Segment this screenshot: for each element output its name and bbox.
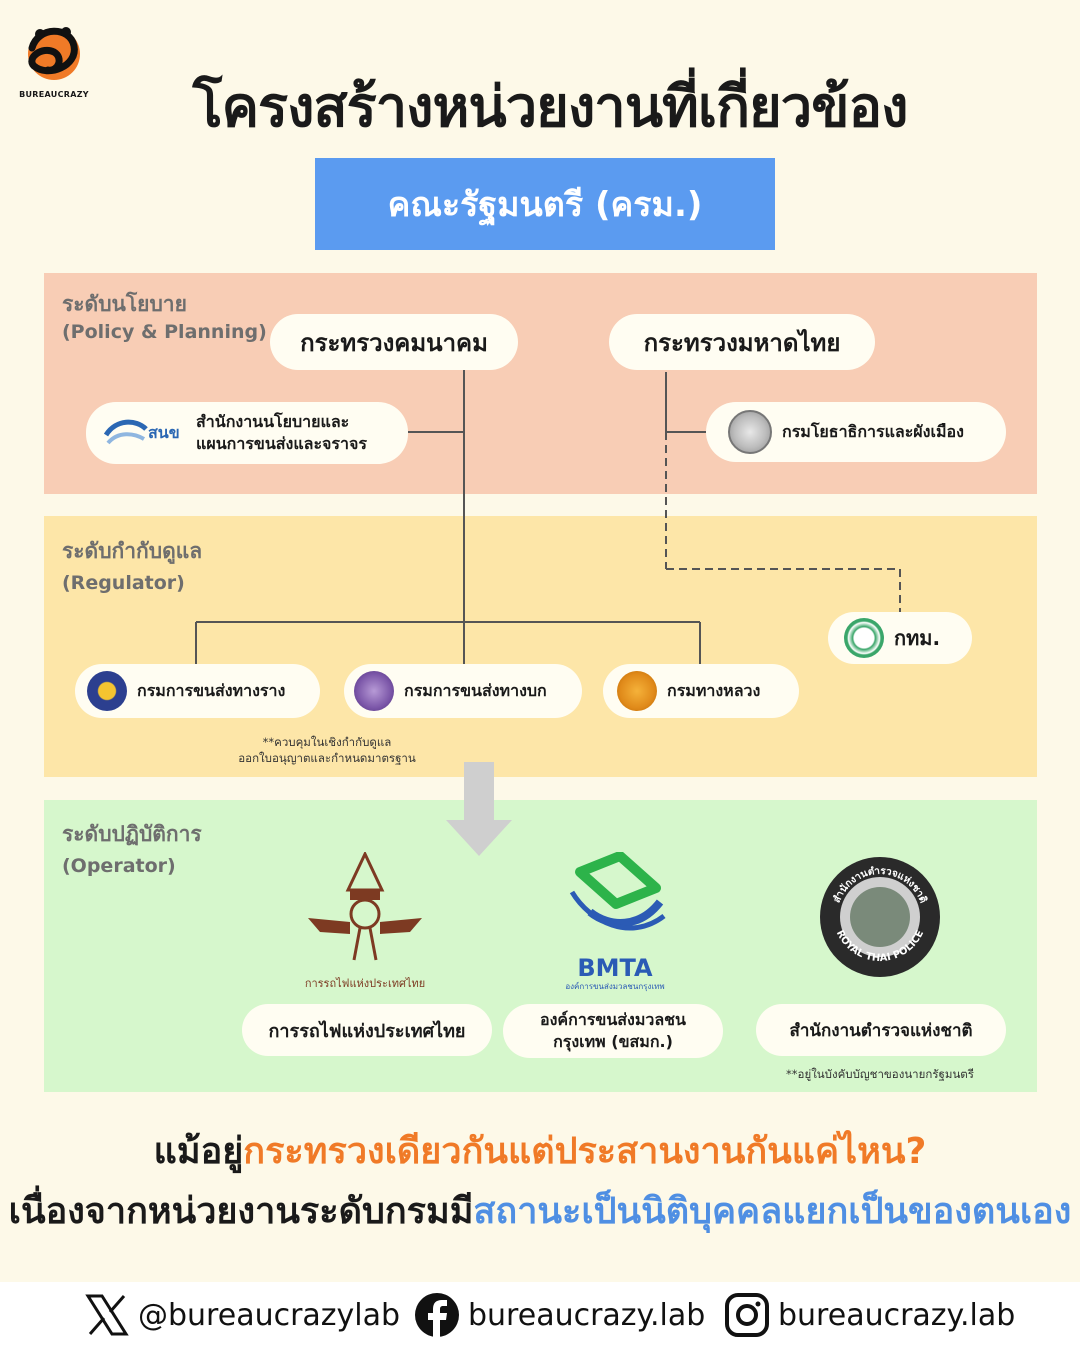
regulator-rail: กรมการขนส่งทางราง bbox=[75, 664, 320, 718]
operator-bmta: องค์การขนส่งมวลชน กรุงเทพ (ขสมก.) bbox=[503, 1004, 723, 1058]
bmta-logo-text: BMTA bbox=[577, 954, 653, 982]
regulator-level-sub: (Regulator) bbox=[62, 572, 185, 594]
x-icon bbox=[85, 1294, 129, 1336]
bmta-logo-sub: องค์การขนส่งมวลชนกรุงเทพ bbox=[565, 982, 665, 991]
facebook-icon bbox=[415, 1293, 459, 1338]
regulator-bma: กทม. bbox=[828, 612, 972, 664]
dpt-seal-icon bbox=[728, 410, 772, 454]
footer bbox=[0, 1282, 1080, 1350]
bmta-name-line1: องค์การขนส่งมวลชน bbox=[540, 1010, 686, 1029]
instagram-icon bbox=[725, 1293, 769, 1337]
otp-logo-text: สนข bbox=[148, 422, 180, 442]
srt-logo-text: การรถไฟแห่งประเทศไทย bbox=[304, 977, 426, 990]
brand-name: BUREAUCRAZY bbox=[19, 90, 89, 99]
bmta-logo-icon: BMTA องค์การขนส่งมวลชนกรุงเทพ bbox=[550, 851, 680, 992]
operator-srt: การรถไฟแห่งประเทศไทย bbox=[242, 1004, 492, 1056]
regulator-highways: กรมทางหลวง bbox=[603, 664, 799, 718]
operator-level-label: ระดับปฏิบัติการ (Operator) bbox=[62, 820, 202, 879]
ministry-interior: กระทรวงมหาดไทย bbox=[609, 314, 875, 370]
question-2-part-a: เนื่องจากหน่วยงานระดับกรมมี bbox=[8, 1191, 474, 1232]
cabinet-box: คณะรัฐมนตรี (ครม.) bbox=[315, 158, 775, 250]
social-x[interactable]: @bureaucrazylab bbox=[84, 1290, 400, 1340]
otp-name-line1: สำนักงานนโยบายและ bbox=[196, 412, 350, 431]
operator-level-title: ระดับปฏิบัติการ bbox=[62, 822, 202, 846]
otp-name-line2: แผนการขนส่งและจราจร bbox=[196, 434, 367, 453]
down-arrow-icon bbox=[446, 762, 512, 856]
rail-seal-icon bbox=[87, 671, 127, 711]
land-name: กรมการขนส่งทางบก bbox=[404, 680, 547, 700]
regulator-level-label: ระดับกำกับดูแล (Regulator) bbox=[62, 537, 202, 596]
question-line-1: แม้อยู่กระทรวงเดียวกันแต่ประสานงานกันแค่… bbox=[0, 1122, 1080, 1179]
rail-name: กรมการขนส่งทางราง bbox=[137, 680, 286, 700]
bmta-name-line2: กรุงเทพ (ขสมก.) bbox=[553, 1032, 673, 1051]
x-handle: @bureaucrazylab bbox=[138, 1297, 401, 1333]
otp-unit: สนข สำนักงานนโยบายและ แผนการขนส่งและจราจ… bbox=[86, 402, 408, 464]
police-note: **อยู่ในบังคับบัญชาของนายกรัฐมนตรี bbox=[786, 1067, 974, 1081]
ministry-transport: กระทรวงคมนาคม bbox=[270, 314, 518, 370]
otp-logo-icon: สนข bbox=[104, 415, 196, 451]
operator-police: สำนักงานตำรวจแห่งชาติ bbox=[756, 1004, 1006, 1056]
srt-logo-icon: การรถไฟแห่งประเทศไทย bbox=[290, 850, 440, 992]
social-instagram[interactable]: bureaucrazy.lab bbox=[724, 1290, 1015, 1340]
regulator-land: กรมการขนส่งทางบก bbox=[344, 664, 582, 718]
police-seal-icon: สำนักงานตำรวจแห่งชาติ ROYAL THAI POLICE bbox=[815, 852, 945, 982]
highways-name: กรมทางหลวง bbox=[667, 680, 761, 700]
bma-seal-icon bbox=[844, 618, 884, 658]
operator-level-sub: (Operator) bbox=[62, 855, 176, 877]
land-seal-icon bbox=[354, 671, 394, 711]
policy-level-title: ระดับนโยบาย bbox=[62, 292, 187, 316]
facebook-handle: bureaucrazy.lab bbox=[468, 1297, 706, 1333]
regulator-note-line2: ออกใบอนุญาตและกำหนดมาตรฐาน bbox=[238, 751, 416, 765]
regulator-level-title: ระดับกำกับดูแล bbox=[62, 539, 203, 563]
brand-logo-icon bbox=[18, 18, 90, 104]
policy-level-sub: (Policy & Planning) bbox=[62, 321, 267, 343]
question-line-2: เนื่องจากหน่วยงานระดับกรมมีสถานะเป็นนิติ… bbox=[0, 1182, 1080, 1239]
dpt-unit: กรมโยธาธิการและผังเมือง bbox=[706, 402, 1006, 462]
page-title: โครงสร้างหน่วยงานที่เกี่ยวข้อง bbox=[192, 75, 908, 140]
social-facebook[interactable]: bureaucrazy.lab bbox=[414, 1290, 705, 1340]
highways-seal-icon bbox=[617, 671, 657, 711]
dpt-name: กรมโยธาธิการและผังเมือง bbox=[782, 421, 964, 441]
regulator-note: **ควบคุมในเชิงกำกับดูแล ออกใบอนุญาตและกำ… bbox=[212, 734, 442, 766]
bma-name: กทม. bbox=[894, 626, 941, 650]
question-1-part-a: แม้อยู่ bbox=[153, 1131, 244, 1172]
regulator-note-line1: **ควบคุมในเชิงกำกับดูแล bbox=[262, 735, 392, 749]
policy-level-label: ระดับนโยบาย (Policy & Planning) bbox=[62, 290, 267, 345]
instagram-handle: bureaucrazy.lab bbox=[778, 1297, 1016, 1333]
question-1-part-b: กระทรวงเดียวกันแต่ประสานงานกันแค่ไหน? bbox=[243, 1131, 927, 1172]
question-2-part-b: สถานะเป็นนิติบุคคลแยกเป็นของตนเอง bbox=[473, 1191, 1072, 1232]
